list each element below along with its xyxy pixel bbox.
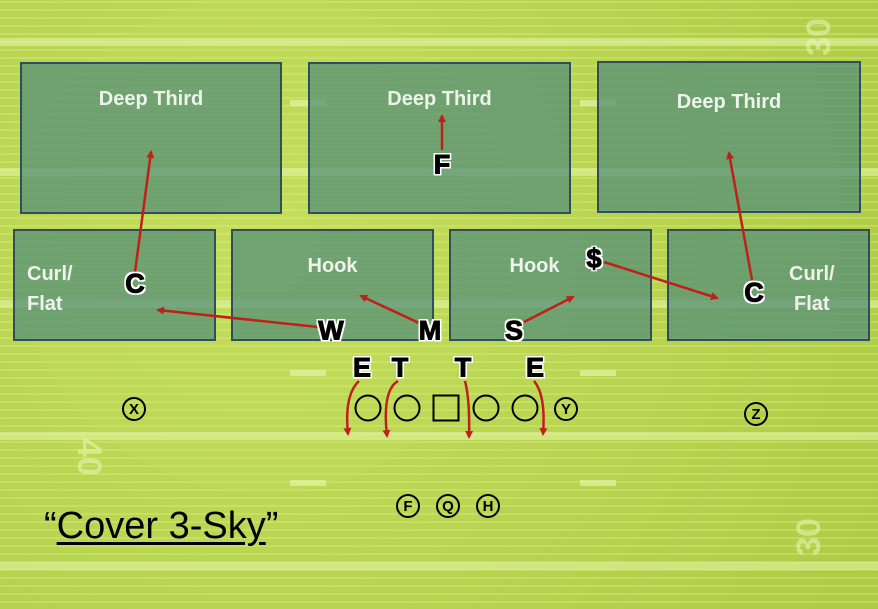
zone-label: Hook bbox=[509, 255, 560, 277]
arrow-right-tackle bbox=[463, 380, 474, 439]
yard-line bbox=[0, 38, 878, 46]
defender-will-linebacker: W bbox=[318, 315, 345, 346]
yard-number: 30 bbox=[799, 18, 838, 56]
hash-mark bbox=[580, 370, 616, 376]
defender-sam-linebacker: S bbox=[504, 315, 524, 346]
deep-third-zone-left: Deep Third bbox=[20, 62, 282, 214]
offensive-tackle-right bbox=[511, 394, 539, 422]
defender-strong-safety: $ bbox=[586, 243, 602, 274]
hash-mark bbox=[290, 370, 326, 376]
offensive-center bbox=[432, 394, 460, 422]
zone-label: Curl/ Flat bbox=[27, 263, 73, 315]
defender-mike-linebacker: M bbox=[418, 315, 442, 346]
defender-right-corner: C bbox=[744, 277, 764, 308]
zone-label: Curl/ Flat bbox=[789, 263, 835, 315]
zone-label: Deep Third bbox=[676, 91, 782, 113]
title-text: Cover 3-Sky bbox=[56, 505, 266, 547]
defender-free-safety: F bbox=[433, 149, 451, 180]
curl-flat-zone-right: Curl/ Flat bbox=[667, 229, 870, 341]
yard-line bbox=[0, 300, 878, 308]
defender-left-corner: C bbox=[125, 268, 145, 299]
back-q: Q bbox=[436, 494, 460, 518]
hook-zone-right: Hook bbox=[449, 229, 652, 341]
receiver-z: Z bbox=[744, 402, 768, 426]
hash-mark bbox=[580, 480, 616, 486]
offensive-guard-left bbox=[393, 394, 421, 422]
receiver-y: Y bbox=[554, 397, 578, 421]
defender-right-end: E bbox=[525, 352, 545, 383]
offensive-guard-right bbox=[472, 394, 500, 422]
deep-third-zone-middle: Deep Third bbox=[308, 62, 571, 214]
zone-label: Hook bbox=[307, 255, 358, 277]
defender-right-tackle: T bbox=[454, 352, 472, 383]
defender-left-end: E bbox=[352, 352, 372, 383]
curl-flat-zone-left: Curl/ Flat bbox=[13, 229, 216, 341]
title-open-quote: “ bbox=[44, 505, 57, 547]
yard-number: 30 bbox=[789, 518, 828, 556]
diagram-title: “Cover 3-Sky” bbox=[44, 505, 278, 548]
yard-number: 40 bbox=[69, 438, 108, 476]
deep-third-zone-right: Deep Third bbox=[597, 61, 861, 213]
yard-line bbox=[0, 562, 878, 570]
title-close-quote: ” bbox=[265, 505, 279, 547]
yard-line bbox=[0, 432, 878, 440]
receiver-x: X bbox=[122, 397, 146, 421]
zone-label: Deep Third bbox=[98, 88, 204, 110]
zone-label: Deep Third bbox=[387, 88, 492, 110]
back-f: F bbox=[396, 494, 420, 518]
hash-mark bbox=[290, 480, 326, 486]
offensive-tackle-left bbox=[354, 394, 382, 422]
defender-left-tackle: T bbox=[391, 352, 409, 383]
back-h: H bbox=[476, 494, 500, 518]
